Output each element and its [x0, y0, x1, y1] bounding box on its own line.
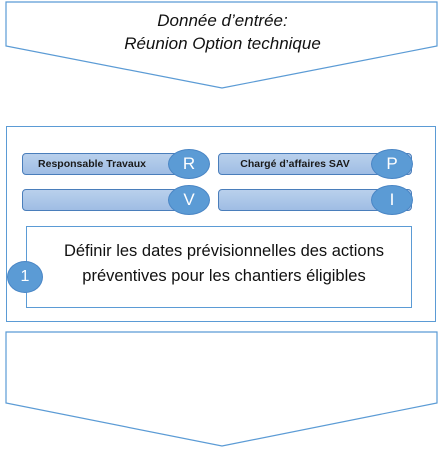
task-line-1: Définir les dates prévisionnelles des ac… — [63, 242, 385, 260]
input-title: Donnée d’entrée: — [157, 11, 288, 30]
role-label-responsable-travaux: Responsable Travaux — [38, 158, 146, 170]
role-badge-v: V — [168, 185, 210, 215]
role-label-charge-affaires-sav: Chargé d’affaires SAV — [240, 158, 350, 170]
input-subtitle: Réunion Option technique — [124, 34, 321, 53]
role-bar-charge-affaires-sav: Chargé d’affaires SAV — [218, 153, 412, 175]
task-line-2: préventives pour les chantiers éligibles — [82, 267, 366, 285]
task-number-badge: 1 — [7, 261, 43, 293]
output-chevron-shape — [5, 331, 438, 447]
task-box: Définir les dates prévisionnelles des ac… — [26, 226, 412, 308]
role-badge-p: P — [371, 149, 413, 179]
role-badge-r: R — [168, 149, 210, 179]
role-badge-i: I — [371, 185, 413, 215]
role-bar-responsable-travaux: Responsable Travaux — [22, 153, 202, 175]
task-description: Définir les dates prévisionnelles des ac… — [43, 239, 405, 289]
